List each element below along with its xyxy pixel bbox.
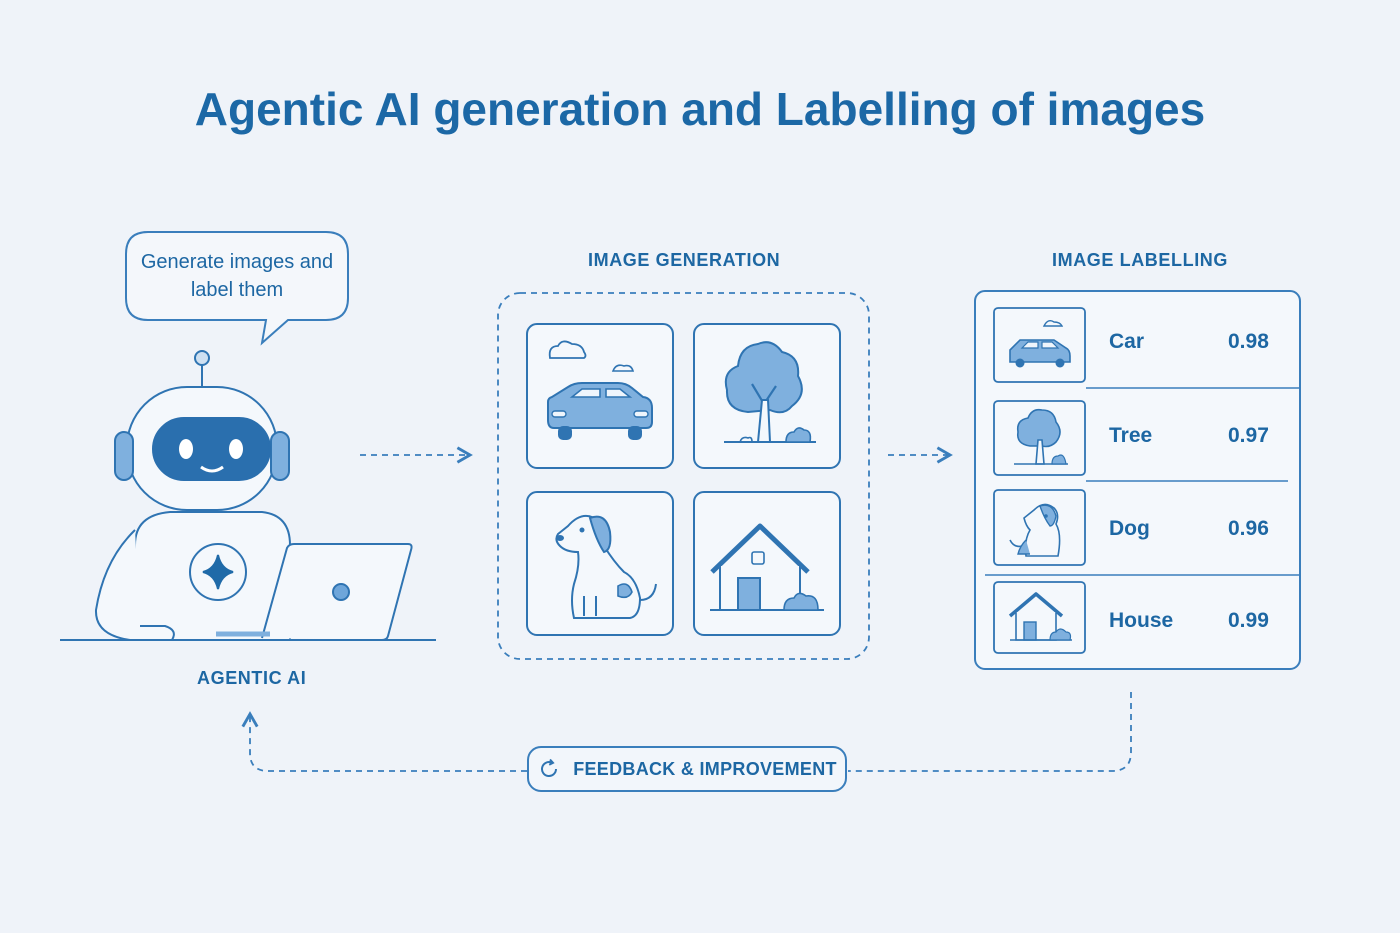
row-label-car: Car — [1109, 330, 1145, 353]
row-score-dog: 0.96 — [1228, 517, 1269, 540]
speech-text: Generate images and label them — [140, 251, 334, 301]
page-title: Agentic AI generation and Labelling of i… — [194, 83, 1206, 135]
generation-title: IMAGE GENERATION — [588, 250, 781, 270]
dog-thumb-icon — [993, 489, 1086, 566]
tree-image-icon — [693, 323, 841, 469]
row-score-house: 0.99 — [1228, 609, 1269, 632]
feedback-line-right — [848, 692, 1132, 772]
robot-icon — [60, 350, 436, 641]
refresh-icon — [537, 757, 561, 781]
row-label-house: House — [1109, 609, 1174, 632]
feedback-label: FEEDBACK & IMPROVEMENT — [573, 758, 837, 779]
generation-panel — [497, 292, 870, 660]
dog-image-icon — [526, 491, 674, 636]
labelling-title: IMAGE LABELLING — [1052, 250, 1228, 270]
row-label-dog: Dog — [1109, 517, 1150, 540]
tree-thumb-icon — [993, 400, 1086, 476]
feedback-line-left — [241, 711, 527, 772]
agent-label: AGENTIC AI — [197, 668, 307, 688]
row-label-tree: Tree — [1109, 424, 1153, 447]
house-image-icon — [693, 491, 841, 636]
car-image-icon — [526, 323, 674, 469]
feedback-button[interactable]: FEEDBACK & IMPROVEMENT — [527, 746, 847, 792]
labelling-panel — [974, 290, 1301, 670]
house-thumb-icon — [993, 581, 1086, 654]
speech-bubble — [125, 231, 349, 346]
car-thumb-icon — [993, 307, 1086, 383]
row-score-tree: 0.97 — [1228, 424, 1269, 447]
row-score-car: 0.98 — [1228, 330, 1269, 353]
